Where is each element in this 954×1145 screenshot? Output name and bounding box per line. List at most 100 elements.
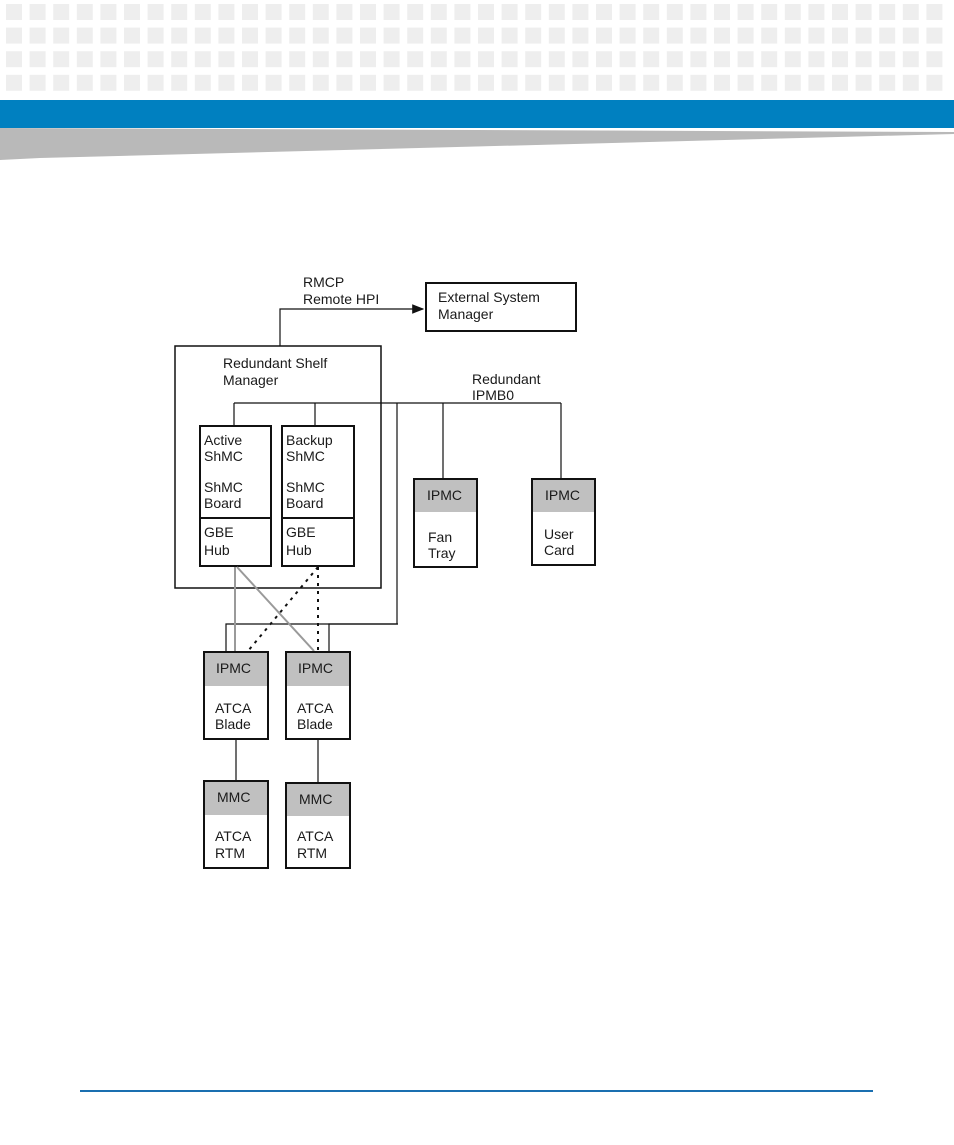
header-tile	[124, 51, 140, 68]
header-tile	[525, 74, 542, 91]
fan-tray-label-2: Tray	[428, 545, 455, 561]
header-tile	[478, 4, 494, 20]
header-tile-pattern	[6, 4, 943, 91]
fan-tray-label-1: Fan	[428, 529, 452, 545]
header-tile	[714, 4, 730, 20]
header-tile	[171, 27, 188, 44]
header-tile	[690, 27, 707, 44]
header-tile	[926, 4, 943, 20]
fan-tray-box	[413, 478, 478, 568]
active-shmc-label-3: ShMC	[204, 479, 243, 495]
header-tile	[714, 51, 730, 68]
external-manager-label-line-1: External System	[438, 289, 540, 305]
header-tile	[312, 4, 329, 20]
header-tile	[902, 27, 919, 44]
header-tile	[171, 51, 188, 68]
header-tile	[737, 51, 754, 68]
header-tile	[336, 51, 353, 68]
user-card-controller-band	[532, 479, 595, 512]
header-tile	[194, 4, 211, 20]
fan-tray-controller-band	[414, 479, 477, 512]
header-tile	[548, 51, 565, 68]
backup-shmc-label-1: Backup	[286, 432, 333, 448]
header-tile	[478, 51, 494, 68]
header-tile	[383, 4, 400, 20]
header-tile	[147, 74, 164, 91]
shelf-manager-label-line-1: Redundant Shelf	[223, 355, 327, 371]
atca-blade-1-label-1: ATCA	[215, 700, 252, 716]
backup-gbe-hub-label-1: GBE	[286, 524, 316, 540]
header-tile	[902, 74, 919, 91]
header-tile	[312, 51, 329, 68]
header-tile	[690, 4, 707, 20]
header-tile	[454, 27, 471, 44]
header-tile	[501, 74, 518, 91]
header-tile	[383, 51, 400, 68]
header-tile	[596, 27, 612, 44]
header-tile	[855, 4, 872, 20]
user-card-box	[531, 478, 596, 566]
header-tile	[407, 51, 424, 68]
header-tile	[643, 27, 660, 44]
atca-rtm-2-label-1: ATCA	[297, 828, 334, 844]
header-tile	[784, 27, 801, 44]
header-tile	[265, 4, 282, 20]
atca-rtm-2-box	[285, 782, 351, 869]
header-tile	[360, 51, 376, 68]
header-tile	[76, 74, 93, 91]
header-tile	[100, 51, 117, 68]
header-tile	[312, 74, 329, 91]
header-tile	[808, 74, 825, 91]
header-tile	[808, 51, 825, 68]
header-tile	[879, 51, 896, 68]
atca-rtm-1-controller-band	[204, 781, 268, 815]
header-tile	[855, 74, 872, 91]
header-tile	[879, 74, 896, 91]
header-tile	[360, 27, 376, 44]
header-tile	[218, 27, 235, 44]
fan-tray-controller-label: IPMC	[427, 487, 462, 503]
header-tile	[242, 51, 258, 68]
rmcp-connection	[279, 304, 425, 346]
header-tile	[832, 4, 848, 20]
header-tile	[714, 74, 730, 91]
header-tile	[430, 74, 447, 91]
header-tile	[53, 51, 70, 68]
external-system-manager-box	[425, 282, 577, 332]
header-tile	[737, 4, 754, 20]
header-tile	[690, 51, 707, 68]
header-tile	[761, 4, 778, 20]
header-tile	[926, 51, 943, 68]
header-tile	[336, 74, 353, 91]
header-tile	[53, 4, 70, 20]
header-tile	[407, 4, 424, 20]
header-tile	[855, 27, 872, 44]
header-tile	[194, 27, 211, 44]
active-hub-ethernet-links	[234, 566, 315, 652]
header-tile	[360, 4, 376, 20]
header-tile	[619, 51, 636, 68]
header-swoosh	[0, 128, 954, 160]
header-tile	[572, 4, 589, 20]
header-tile	[289, 4, 306, 20]
atca-blade-2-controller-label: IPMC	[298, 660, 333, 676]
shelf-manager-box	[174, 345, 382, 589]
atca-blade-2-box	[285, 651, 351, 740]
header-tile	[289, 27, 306, 44]
header-tile	[666, 74, 683, 91]
external-manager-label-line-2: Manager	[438, 306, 494, 322]
ipmb-label-line-2: IPMB0	[472, 387, 514, 403]
header-tile	[454, 74, 471, 91]
header-tile	[29, 74, 46, 91]
header-tile	[430, 51, 447, 68]
header-tile	[430, 4, 447, 20]
header-tile	[312, 27, 329, 44]
header-tile	[926, 74, 943, 91]
active-gbe-hub-box	[199, 517, 272, 567]
header-tile	[383, 74, 400, 91]
header-tile	[784, 74, 801, 91]
header-tile	[360, 74, 376, 91]
backup-shmc-label-4: Board	[286, 495, 323, 511]
header-tile	[478, 74, 494, 91]
blade-rtm-links	[235, 740, 319, 782]
